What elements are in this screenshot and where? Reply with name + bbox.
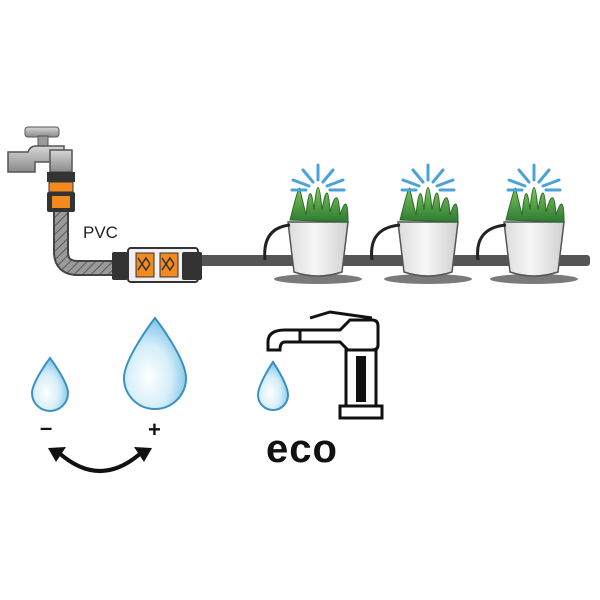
sprinkler-spray-icon (290, 163, 346, 192)
hose-connector-icon (47, 172, 75, 212)
tap-icon (7, 126, 73, 173)
sprinkler-spray-icon (506, 163, 562, 192)
adjust-arrow-icon (48, 447, 152, 473)
plus-label: + (148, 417, 161, 442)
plant-pot-icon (263, 187, 362, 284)
water-drop-large-icon (122, 316, 188, 410)
eco-label: eco (266, 427, 338, 471)
minus-label: – (40, 415, 52, 440)
sprinkler-spray-icon (400, 163, 456, 192)
plant-pot-icon (370, 187, 472, 284)
pvc-label: PVC (83, 223, 118, 242)
water-drop-small-icon (30, 356, 70, 412)
water-drop-small-icon (256, 360, 290, 411)
plant-pot-icon (476, 187, 578, 284)
eco-faucet-icon (266, 310, 384, 420)
drip-controller-icon (112, 247, 202, 283)
